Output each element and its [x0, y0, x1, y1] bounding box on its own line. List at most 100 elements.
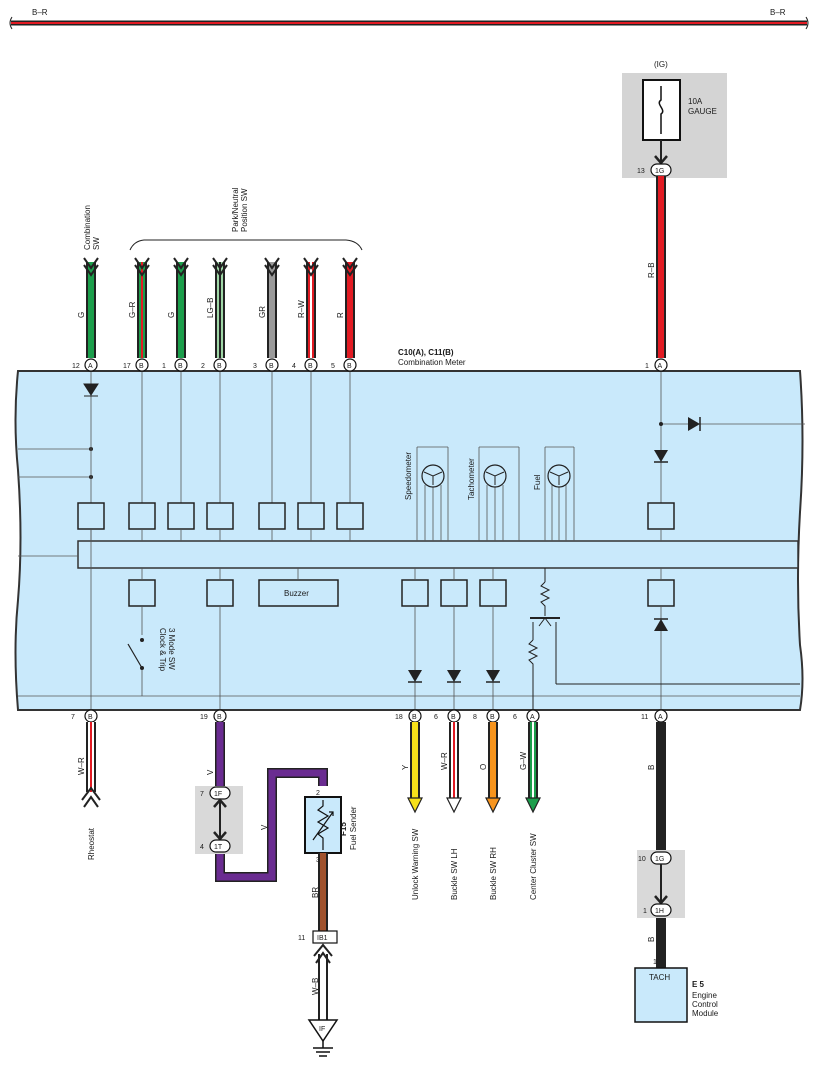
bottom-pin-4: B 8O Buckle SW RH [473, 709, 501, 900]
bottom-wire-label: V [206, 769, 215, 775]
top-pin-2: B1 [162, 358, 188, 372]
diode-icon-2 [654, 450, 668, 462]
bus-label-left: B–R [32, 8, 48, 17]
pin-rb-num: 1 [645, 363, 649, 370]
top-pin-6: B5 [331, 358, 357, 372]
top-pin-num: 2 [201, 363, 205, 370]
bottom-wire-dest: Buckle SW RH [489, 847, 498, 900]
ground-icon [307, 1019, 339, 1057]
rb-wire-label: R–B [647, 262, 656, 278]
bottom-pin-conn: B [490, 714, 495, 721]
bottom-pin-num: 6 [434, 714, 438, 721]
top-wire-label: G–R [128, 301, 137, 318]
bottom-wire-label: O [479, 764, 488, 770]
rb-wire [656, 176, 666, 358]
bottom-wire-label: W–R [77, 757, 86, 775]
ecm-junction-top-pin: 10 [638, 856, 646, 863]
gauge-fuel [544, 446, 575, 541]
ecm-name-2: Control [692, 1000, 718, 1009]
ecm-junction-top-conn: 1G [655, 856, 664, 863]
gauge-label-fuel: Fuel [533, 474, 542, 490]
top-wire-4: GR [258, 257, 280, 358]
wire-ecm-black [656, 722, 666, 968]
top-wire-6: R [336, 257, 358, 358]
bottom-wire-dest: Center Cluster SW [529, 833, 538, 900]
bottom-pin-num: 18 [395, 714, 403, 721]
wire-rheostat [81, 722, 101, 808]
wire-label-ecm-b2: B [647, 937, 656, 942]
bottom-pin-num: 11 [641, 714, 648, 721]
bottom-pin-num: 6 [513, 714, 517, 721]
ecm-junction-bottom-pin: 1 [643, 908, 647, 915]
wire-label-v2: V [260, 824, 269, 830]
fuel-sender-name: Fuel Sender [349, 806, 358, 850]
gauge-label-speedometer: Speedometer [404, 452, 413, 500]
bottom-wire-label: G–W [519, 751, 528, 770]
top-pin-conn: B [139, 363, 144, 370]
ecm-pin-label: 1 [653, 959, 657, 966]
park-neutral-label-1: Park/Neutral [231, 187, 240, 232]
bottom-wire-label: W–R [440, 752, 449, 770]
bottom-wire-dest: Unlock Warning SW [411, 828, 420, 900]
bus-line [9, 16, 809, 30]
wire-label-wb: W–B [311, 978, 320, 995]
diode-icon-3 [654, 619, 668, 631]
top-wire-1: G–R [128, 257, 150, 358]
top-wires: G G–R G LG–B GR R–W R [77, 257, 358, 358]
ecm-name-1: Engine [692, 991, 717, 1000]
bottom-pin-5: A 6G–W Center Cluster SW [513, 709, 541, 900]
top-wire-label: LG–B [206, 298, 215, 318]
v-junction-top-conn: 1F [214, 791, 222, 798]
fuse-pin-label: 13 [637, 168, 645, 175]
gauge-speedometer [416, 446, 449, 541]
bottom-wire-label: Y [401, 764, 410, 770]
top-pin-conn: B [269, 363, 274, 370]
ecm-box [634, 967, 688, 1023]
top-wire-label: GR [258, 306, 267, 318]
fuse-rating: 10A [688, 97, 703, 106]
top-pin-4: B3 [253, 358, 279, 372]
ib1-pin-label: 11 [298, 935, 305, 942]
ecm-id: E 5 [692, 980, 705, 989]
wire-wb [313, 943, 333, 1020]
pin-rb: A 1 [645, 358, 668, 372]
combination-sw-label-1: Combination [83, 205, 92, 250]
fuse-connector-label: 1G [655, 168, 664, 175]
wire-violet [215, 722, 328, 882]
fuse-name: GAUGE [688, 107, 717, 116]
variable-resistor-icon [312, 800, 334, 850]
meter-connector: C10(A), C11(B) [398, 348, 454, 357]
top-pin-num: 3 [253, 363, 257, 370]
bottom-pin-conn: B [217, 714, 222, 721]
top-pin-0: A12 [72, 358, 98, 372]
bottom-pin-num: 8 [473, 714, 477, 721]
ecm-junction-bottom-conn: 1H [655, 908, 664, 915]
top-wire-0: G [77, 257, 99, 358]
bottom-pin-conn: B [88, 714, 93, 721]
top-pin-conn: A [88, 363, 93, 370]
meter-name: Combination Meter [398, 358, 466, 367]
top-pin-num: 17 [123, 363, 131, 370]
top-pin-1: B 17 [123, 358, 149, 372]
ground-label: IF [319, 1026, 325, 1033]
top-pin-num: 1 [162, 363, 166, 370]
park-neutral-label-2: Position SW [240, 188, 249, 232]
combination-sw-label-2: SW [92, 237, 101, 250]
top-wire-label: G [167, 312, 176, 318]
wire-label-br: BR [311, 887, 320, 898]
ib1-connector-label: IB1 [317, 935, 328, 942]
clock-switch-icon [127, 638, 144, 670]
fuel-sender-pin-top: 2 [316, 790, 320, 797]
bottom-pin-conn: A [530, 714, 535, 721]
top-wire-5: R–W [297, 257, 319, 358]
top-pin-conn: B [178, 363, 183, 370]
top-pin-conn: B [217, 363, 222, 370]
top-pin-conn: B [347, 363, 352, 370]
fuse-icon [658, 86, 664, 134]
gauge-tachometer [478, 446, 520, 541]
top-wire-label: R–W [297, 300, 306, 318]
